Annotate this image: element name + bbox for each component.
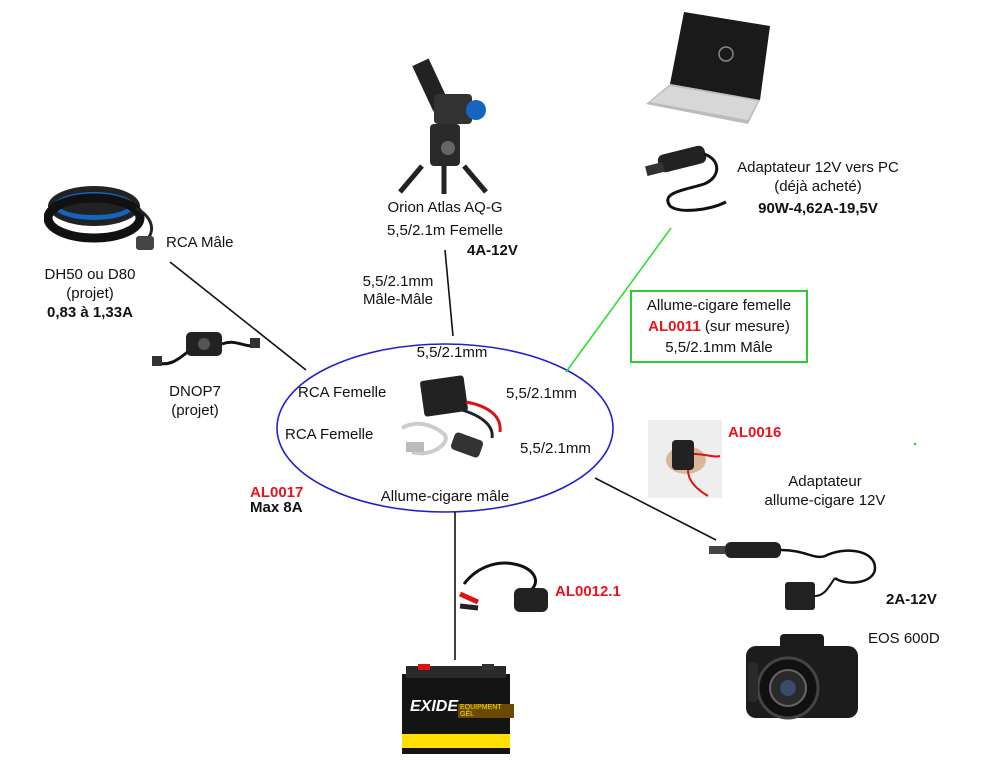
camera-socket-code: AL0016 [728,424,782,441]
hub-bottom-port: Allume-cigare mâle [380,488,510,505]
mount-image [398,58,488,194]
camera-adapter-line1: Adaptateur [788,473,862,490]
dimmer-status: (projet) [171,402,219,419]
heater-connector-label: RCA Mâle [166,234,234,251]
battery-image: EXIDE EQUIPMENT GEL [398,664,514,756]
mount-power: 4A-12V [467,242,518,259]
socket-box-line3: 5,5/2.1mm Mâle [665,339,773,356]
socket-box-code: AL0011 [648,318,701,335]
hub-right-port-2: 5,5/2.1mm [520,440,591,457]
wire-laptop [565,227,672,373]
cigarette-socket-image [648,420,722,498]
mount-connector: 5,5/2.1m Femelle [387,222,503,239]
heater-current: 0,83 à 1,33A [47,304,133,321]
hub-right-port-1: 5,5/2.1mm [506,385,577,402]
camera-adapter-image [709,542,877,610]
laptop-spec: 90W-4,62A-19,5V [758,200,878,217]
wire-camera [594,477,717,541]
camera-name: EOS 600D [868,630,940,647]
heater-strap-image [44,186,154,250]
camera-image [746,634,858,720]
battery-brand: EXIDE [410,698,459,715]
wire-heater [169,261,307,371]
laptop-adapter-line2: (déjà acheté) [774,178,862,195]
battery-sub: EQUIPMENT GEL [458,704,514,718]
mount-name: Orion Atlas AQ-G [387,199,503,216]
laptop-adapter-line1: Adaptateur 12V vers PC [737,159,899,176]
camera-adapter-line2: allume-cigare 12V [764,492,886,509]
battery-cable-code: AL0012.1 [555,583,621,600]
hub-top-port: 5,5/2.1mm [416,344,488,361]
socket-box-line2: AL0011 (sur mesure) [640,316,798,337]
hub-ellipse [276,343,614,513]
battery-cable-image [458,561,548,612]
wire-mount [444,249,454,337]
dimmer-name: DNOP7 [169,383,221,400]
hub-rca-2: RCA Femelle [285,426,374,443]
heater-name: DH50 ou D80 [44,266,136,283]
hub-rca-1: RCA Femelle [298,384,387,401]
camera-power: 2A-12V [886,591,937,608]
mount-cable-2: Mâle-Mâle [362,291,434,308]
laptop-adapter-image [645,145,727,212]
heater-status: (projet) [66,285,114,302]
hub-code: AL0017 [250,484,304,501]
hub-image [401,375,502,458]
socket-box-line1: Allume-cigare femelle [646,297,792,314]
hub-max: Max 8A [250,499,303,516]
dimmer-image [152,332,260,366]
laptop-image [646,12,770,124]
socket-box: Allume-cigare femelle AL0011 (sur mesure… [630,290,808,363]
green-dot [913,442,917,446]
mount-cable-1: 5,5/2.1mm [362,273,434,290]
socket-box-suffix: (sur mesure) [700,318,790,335]
